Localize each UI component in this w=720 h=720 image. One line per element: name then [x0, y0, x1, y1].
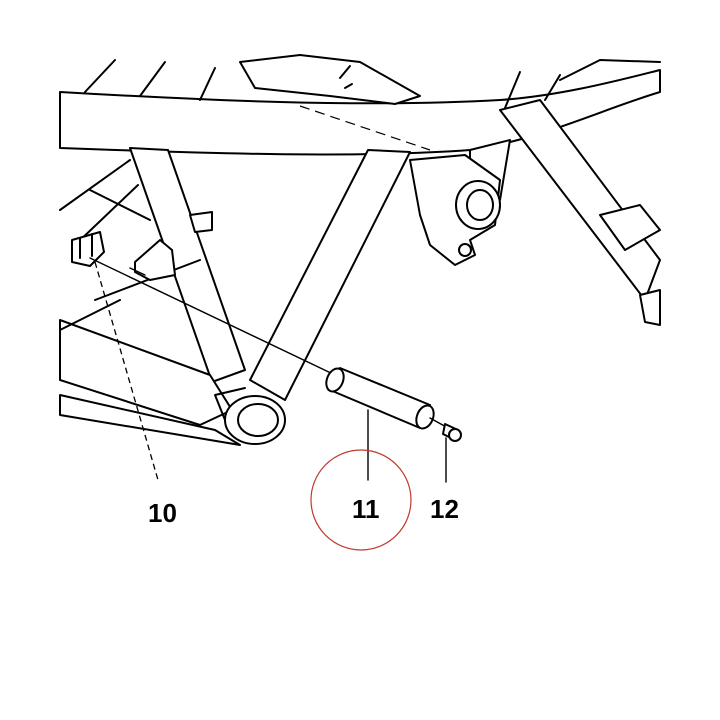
callout-11: 11: [352, 494, 380, 524]
callout-12: 12: [430, 494, 459, 524]
part-10-bracket: [71, 231, 105, 267]
part-12-bolt: [429, 417, 462, 442]
callout-10: 10: [148, 498, 177, 528]
highlight-circle: [310, 449, 412, 551]
leader-lines: [94, 261, 447, 483]
assembly-guide-line: [89, 257, 336, 376]
part-11-tube: [325, 367, 435, 430]
motorcycle-frame: [59, 54, 661, 446]
